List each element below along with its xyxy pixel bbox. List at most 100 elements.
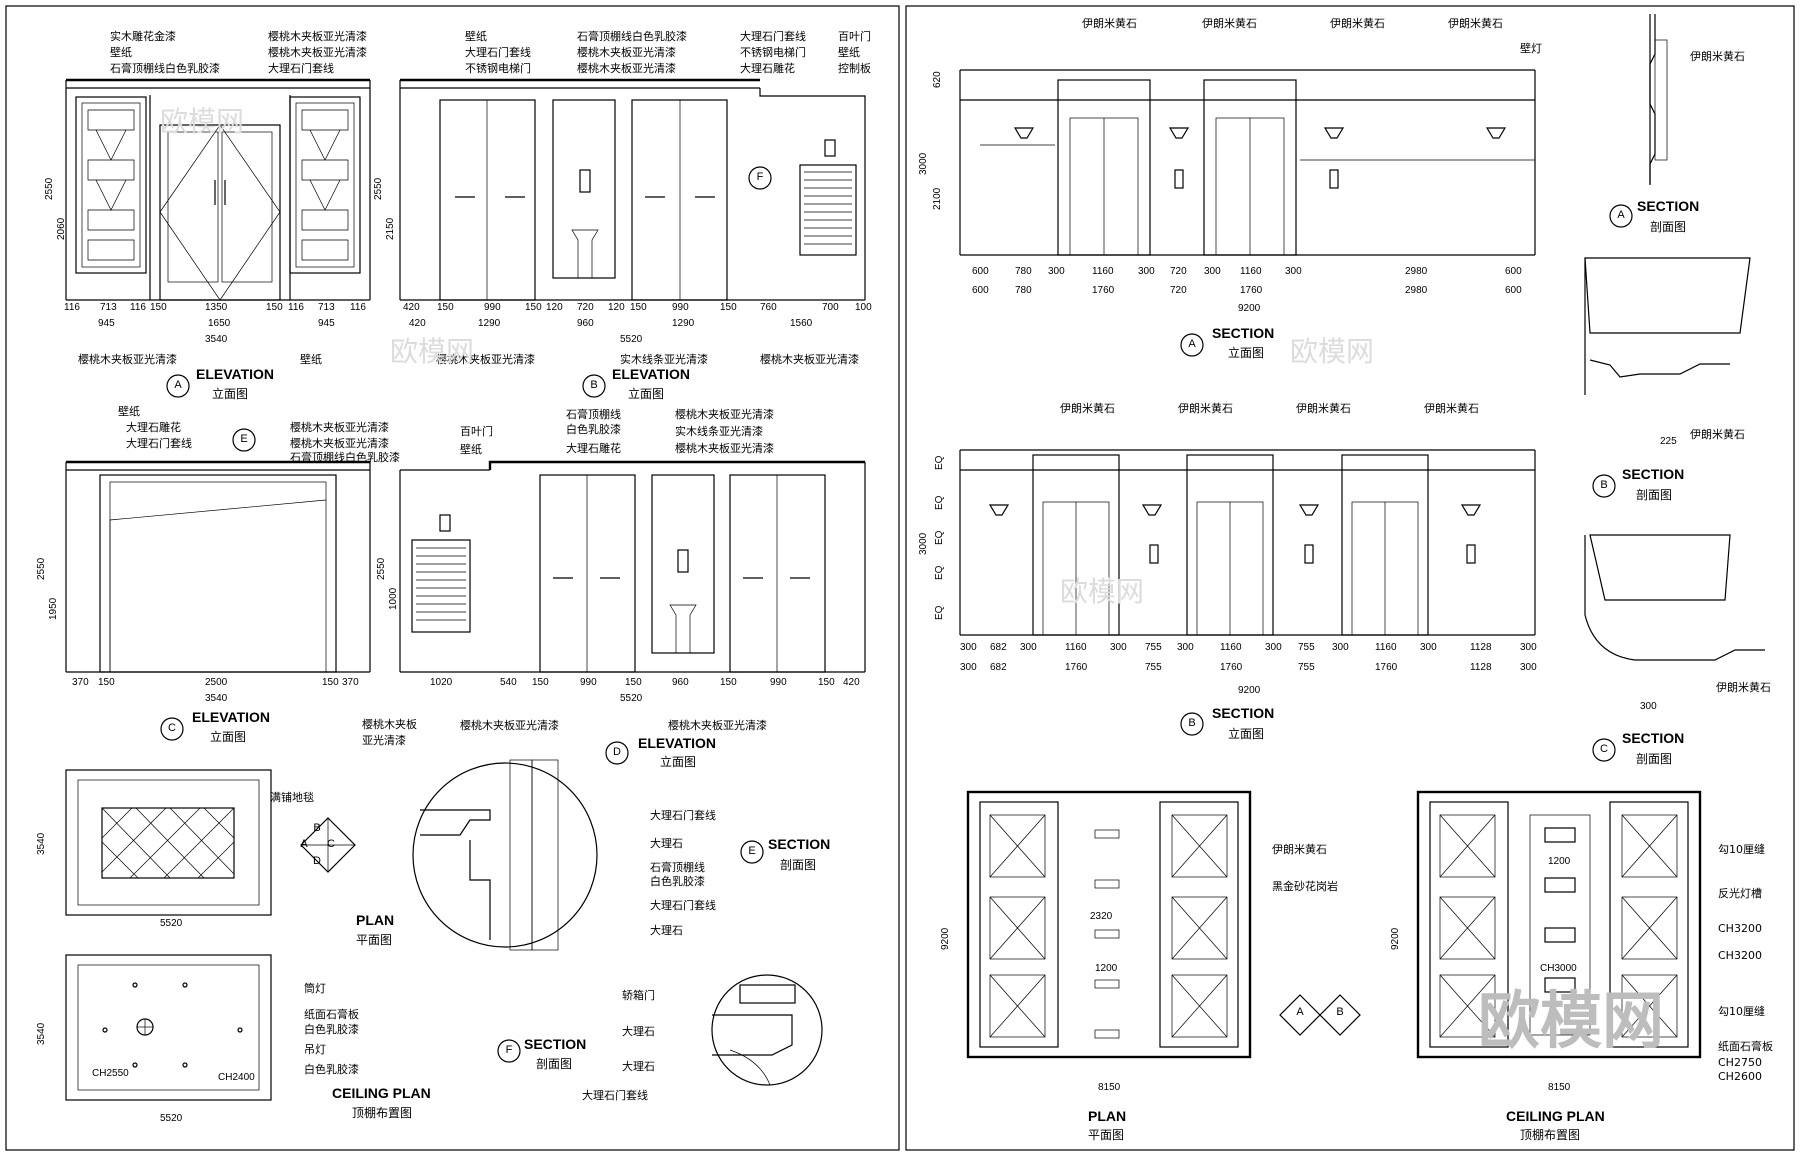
note: 伊朗米黄石 (1178, 402, 1233, 415)
note: 纸面石膏板 (304, 1008, 359, 1021)
note: CH2600 (1718, 1070, 1762, 1083)
carved-panel-left (75, 96, 147, 274)
dim: 300 (1520, 662, 1537, 673)
detail-a (1649, 14, 1668, 185)
note: 大理石雕花 (566, 442, 621, 455)
dim: 1128 (1470, 662, 1492, 673)
dim: 1760 (1375, 662, 1398, 673)
section-tag: D (613, 746, 621, 758)
dim: 990 (770, 677, 787, 688)
section-tag: E (240, 433, 248, 445)
note: 壁纸 (838, 46, 860, 59)
note: 纸面石膏板 (1718, 1040, 1773, 1053)
section-tag: B (313, 822, 321, 834)
door-a (159, 124, 281, 301)
note: CH2750 (1718, 1056, 1762, 1069)
dim: 150 (98, 677, 115, 688)
dim: 990 (484, 302, 501, 313)
section-tag: A (174, 379, 182, 391)
view-title: PLAN (1088, 1108, 1127, 1124)
dim: 2980 (1405, 285, 1428, 296)
section-tag: F (505, 1044, 513, 1056)
dim: 150 (266, 302, 283, 313)
dim: 150 (150, 302, 167, 313)
note: 实木线条亚光清漆 (675, 425, 763, 438)
dim: 2320 (1090, 911, 1113, 922)
view-title: SECTION (524, 1036, 587, 1052)
dim: 3540 (36, 1022, 47, 1045)
note: 大理石 (622, 1025, 655, 1038)
detail-c (1584, 534, 1765, 661)
dim: 300 (960, 662, 977, 673)
call-panel-b (579, 169, 591, 193)
left-plan (65, 769, 356, 916)
note: 樱桃木夹板亚光清漆 (675, 442, 774, 455)
dim: 2550 (373, 177, 384, 200)
watermark-logo: 欧模网 (1478, 984, 1665, 1057)
dim: 300 (1640, 701, 1657, 712)
watermark: 欧模网 (1060, 575, 1145, 608)
view-title: SECTION (1622, 466, 1685, 482)
dim: 420 (843, 677, 860, 688)
dim: 620 (932, 71, 943, 88)
dim: 9200 (1390, 927, 1401, 950)
note: 壁纸 (110, 46, 132, 59)
note: 大理石门套线 (268, 62, 334, 75)
note: 百叶门 (460, 425, 493, 438)
dim: 2150 (385, 217, 396, 240)
dim: 8150 (1548, 1082, 1571, 1093)
dim: 5520 (620, 334, 643, 345)
note: 白色乳胶漆 (304, 1063, 359, 1076)
dim: 945 (98, 318, 115, 329)
section-tag: E (748, 845, 756, 857)
dim: 1200 (1095, 963, 1118, 974)
dim: 3000 (918, 152, 929, 175)
dim: 2550 (36, 557, 47, 580)
note: 樱桃木夹板亚光清漆 (290, 437, 389, 450)
right-ceiling-plan (1416, 790, 1702, 1059)
note: 石膏顶棚线白色乳胶漆 (110, 62, 220, 75)
view-title: CEILING PLAN (332, 1085, 431, 1101)
dim: 1160 (1240, 266, 1262, 277)
dim: 150 (525, 302, 542, 313)
section-f-detail (711, 974, 823, 1086)
dim: 300 (1265, 642, 1282, 653)
dim: 2060 (56, 217, 67, 240)
dim: 370 (342, 677, 359, 688)
view-title: SECTION (768, 836, 831, 852)
elevator-door-b2 (631, 99, 728, 301)
dim: 713 (100, 302, 117, 313)
dim: 2100 (932, 187, 943, 210)
dim: 300 (1138, 266, 1155, 277)
dim: 600 (972, 266, 989, 277)
note: 大理石门套线 (740, 30, 806, 43)
dim: 1200 (1548, 856, 1571, 867)
dim: 116 (350, 302, 366, 313)
dim: 2500 (205, 677, 228, 688)
dim: 150 (532, 677, 549, 688)
note: 樱桃木夹板亚光清漆 (577, 46, 676, 59)
dim: 713 (318, 302, 335, 313)
section-tag: D (313, 855, 321, 867)
section-a-elevation (959, 69, 1536, 256)
section-tag: C (327, 838, 335, 850)
section-tag: C (1600, 743, 1608, 755)
elevator-door-d1 (539, 474, 636, 673)
dim: 1350 (205, 302, 228, 313)
dim: 100 (855, 302, 872, 313)
note: 樱桃木夹板亚光清漆 (668, 719, 767, 732)
carpet-pattern (101, 807, 235, 879)
section-tag: A (300, 838, 308, 850)
view-title: ELEVATION (196, 366, 275, 382)
view-subtitle: 立面图 (210, 730, 247, 744)
note: 壁灯 (1520, 42, 1542, 55)
dim: 5520 (620, 693, 643, 704)
view-subtitle: 顶棚布置图 (352, 1106, 413, 1120)
note: 伊朗米黄石 (1424, 402, 1479, 415)
view-subtitle: 剖面图 (1650, 220, 1687, 234)
left-sheet-frame (5, 5, 900, 1151)
section-tag: B (590, 379, 598, 391)
note: CH3200 (1718, 922, 1762, 935)
dim: 682 (990, 642, 1007, 653)
dim: 120 (546, 302, 563, 313)
